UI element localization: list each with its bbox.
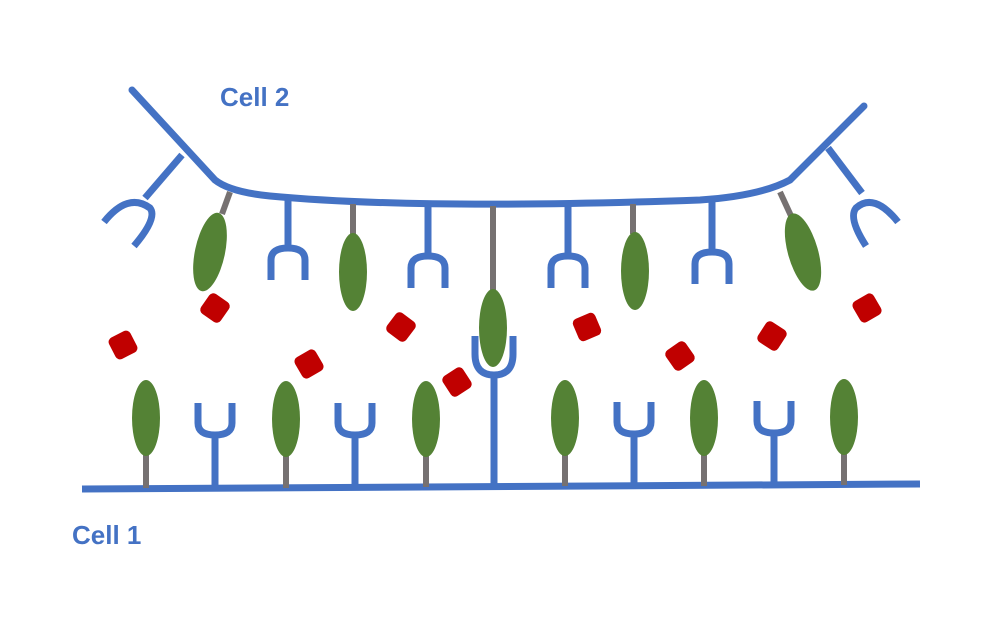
- cell2-receptor-edge-left: [101, 152, 185, 249]
- free-particle: [442, 367, 472, 397]
- cell2-label: Cell 2: [220, 82, 290, 112]
- free-particle: [572, 312, 602, 342]
- cell2-receptor: [551, 204, 585, 288]
- cell1-receptor: [757, 401, 791, 485]
- free-particle: [386, 312, 416, 342]
- cell2-receptor: [271, 196, 305, 280]
- cell1-ligand: [412, 381, 440, 487]
- free-particle: [108, 330, 138, 360]
- cell1-receptor: [198, 403, 232, 487]
- cell1-label: Cell 1: [72, 520, 142, 550]
- cell1-receptor-bound: [471, 336, 517, 487]
- cell2-receptor-edge-right: [825, 145, 901, 248]
- cell1-ligand: [132, 380, 160, 488]
- cell2-receptor: [411, 204, 445, 288]
- cell2-ligand: [193, 190, 233, 292]
- cell1-ligand: [830, 379, 858, 485]
- cell1-receptor: [617, 402, 651, 486]
- free-particle: [852, 293, 882, 323]
- free-particle: [294, 349, 324, 379]
- cell1-ligand: [690, 380, 718, 486]
- cell1-receptor: [338, 403, 372, 487]
- cell2-ligand: [777, 190, 822, 291]
- cell2-ligand: [339, 204, 367, 311]
- cell1-ligand: [272, 381, 300, 488]
- cell1-membrane: [81, 480, 921, 493]
- cell2-ligand: [621, 204, 649, 310]
- free-particle: [757, 321, 787, 351]
- cell2-membrane: [128, 86, 868, 208]
- cell2-ligand: [479, 206, 507, 367]
- cell2-receptor: [695, 200, 729, 284]
- free-particle: [665, 341, 695, 371]
- free-particle: [200, 293, 230, 323]
- cell1-ligand: [551, 380, 579, 486]
